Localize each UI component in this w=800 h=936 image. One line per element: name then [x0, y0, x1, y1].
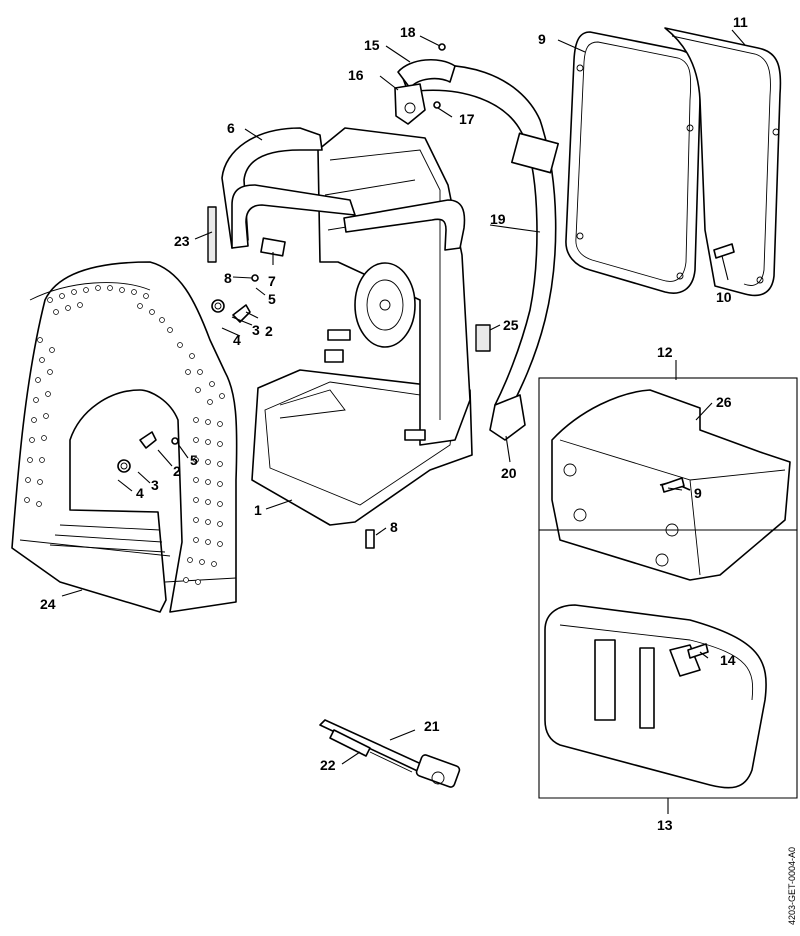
back-pad: [565, 31, 702, 294]
screwdriver: [329, 729, 413, 773]
leader-lines: [61, 29, 746, 814]
tray-lower: [538, 529, 798, 799]
callout-14: 14: [720, 652, 736, 668]
callout-4: 4: [233, 332, 241, 348]
callout-11: 11: [733, 14, 748, 30]
document-code: 4203-GET-0004-A0: [787, 847, 797, 925]
callout-19: 19: [490, 211, 506, 227]
callout-3: 3: [252, 322, 260, 338]
callout-labels: 1 2 2 3 3 4 4 5 5 6 7 8 8 9 9 10 11 12 1…: [40, 14, 748, 833]
callout-2: 2: [265, 323, 273, 339]
callout-23: 23: [174, 233, 190, 249]
shoulder-bracket: [394, 58, 456, 125]
combination-wrench: [319, 719, 461, 788]
callout-5: 5: [190, 452, 198, 468]
callout-15: 15: [364, 37, 380, 53]
backpack-frame: [251, 127, 473, 526]
callout-6: 6: [227, 120, 235, 136]
callout-24: 24: [40, 596, 56, 612]
callout-5: 5: [268, 291, 276, 307]
callout-18: 18: [400, 24, 416, 40]
callout-3: 3: [151, 477, 159, 493]
carrying-handle: [221, 127, 466, 251]
callout-25: 25: [503, 317, 519, 333]
callout-2: 2: [173, 463, 181, 479]
callout-20: 20: [501, 465, 517, 481]
tray-upper: [538, 377, 798, 581]
callout-4: 4: [136, 485, 144, 501]
callout-21: 21: [424, 718, 440, 734]
callout-16: 16: [348, 67, 364, 83]
callout-22: 22: [320, 757, 336, 773]
hip-pad-perforated: [11, 261, 238, 613]
shoulder-strap: [399, 64, 560, 441]
callout-7: 7: [268, 273, 276, 289]
back-pad-cushion: [664, 27, 782, 297]
callout-8: 8: [224, 270, 232, 286]
callout-12: 12: [657, 344, 673, 360]
callout-9: 9: [694, 485, 702, 501]
callout-17: 17: [459, 111, 475, 127]
callout-26: 26: [716, 394, 732, 410]
callout-10: 10: [716, 289, 732, 305]
callout-8: 8: [390, 519, 398, 535]
callout-1: 1: [254, 502, 262, 518]
hardware-parts: [117, 43, 735, 659]
callout-13: 13: [657, 817, 673, 833]
callout-9: 9: [538, 31, 546, 47]
